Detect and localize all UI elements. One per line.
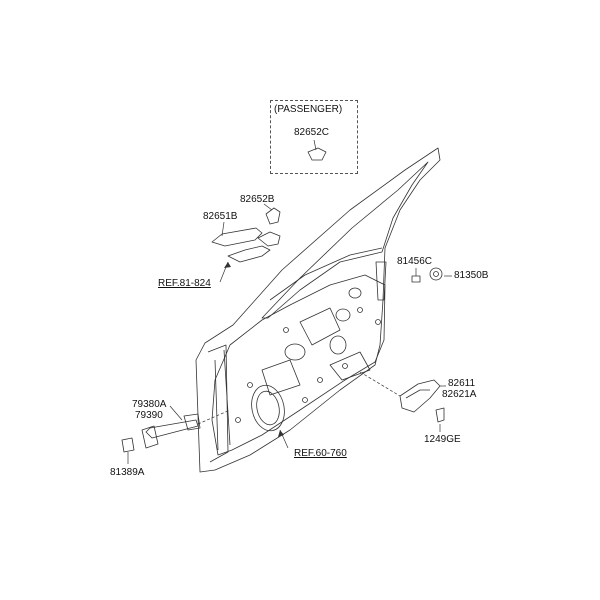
passenger-title: (PASSENGER) — [274, 104, 343, 115]
ref-label-81-824: REF.81-824 — [158, 278, 211, 289]
part-label-79380A: 79380A — [132, 399, 167, 410]
part-label-79390: 79390 — [135, 410, 163, 421]
part-label-82652C: 82652C — [294, 127, 330, 138]
window-frame — [261, 161, 429, 319]
screw-81456C — [411, 275, 421, 283]
speaker-hole — [251, 384, 285, 432]
leader-79380A — [169, 405, 183, 421]
bolt-81389A — [121, 437, 135, 453]
part-label-81456C: 81456C — [397, 256, 433, 267]
inside-handle-82611 — [399, 379, 441, 413]
ref-label-60-760: REF.60-760 — [294, 448, 347, 459]
leader-82651B — [221, 221, 225, 237]
part-label-82652B: 82652B — [240, 194, 275, 205]
part-label-81389A: 81389A — [110, 467, 145, 478]
handle-cap-82652C — [307, 147, 327, 161]
passenger-box — [270, 100, 358, 174]
striker-81350B — [429, 267, 443, 281]
part-label-81350B: 81350B — [454, 270, 489, 281]
part-label-82651B: 82651B — [203, 211, 238, 222]
part-label-82611: 82611 — [448, 378, 476, 389]
door-panel-outline — [195, 147, 441, 473]
leader-82652B — [263, 203, 273, 211]
part-label-82621A: 82621A — [442, 389, 477, 400]
door-checker-79380A — [145, 419, 199, 439]
outside-handle-82651B — [211, 227, 263, 247]
inner-door-panel — [211, 274, 386, 456]
part-label-1249GE: 1249GE — [424, 434, 461, 445]
screw-1249GE — [435, 407, 445, 423]
leader-82652C — [313, 139, 317, 151]
handle-cap-82652B — [265, 207, 281, 225]
